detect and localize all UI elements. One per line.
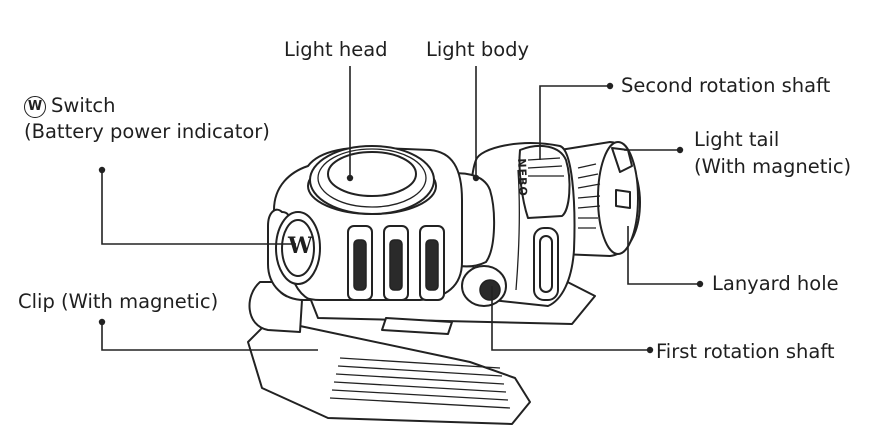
- second-rotation-shaft: [518, 144, 571, 219]
- label-light-head: Light head: [284, 38, 388, 61]
- first-rotation-shaft: [461, 265, 507, 307]
- label-light-tail: Light tail: [694, 128, 780, 151]
- label-clip: Clip (With magnetic): [18, 290, 219, 313]
- light-head-lens: [307, 145, 437, 215]
- label-first-rotation-shaft: First rotation shaft: [656, 340, 835, 363]
- brand-text: NEBO: [515, 158, 530, 198]
- label-second-rotation-shaft: Second rotation shaft: [621, 74, 831, 97]
- label-lanyard-hole: Lanyard hole: [712, 272, 839, 295]
- callout-lines: [98, 66, 704, 354]
- label-switch-sub: (Battery power indicator): [24, 120, 270, 143]
- label-switch-text: Switch: [51, 94, 116, 117]
- w-switch-icon: W: [24, 96, 46, 118]
- label-light-body: Light body: [426, 38, 530, 61]
- switch-mark: W: [288, 233, 313, 259]
- label-light-tail-sub: (With magnetic): [694, 155, 852, 178]
